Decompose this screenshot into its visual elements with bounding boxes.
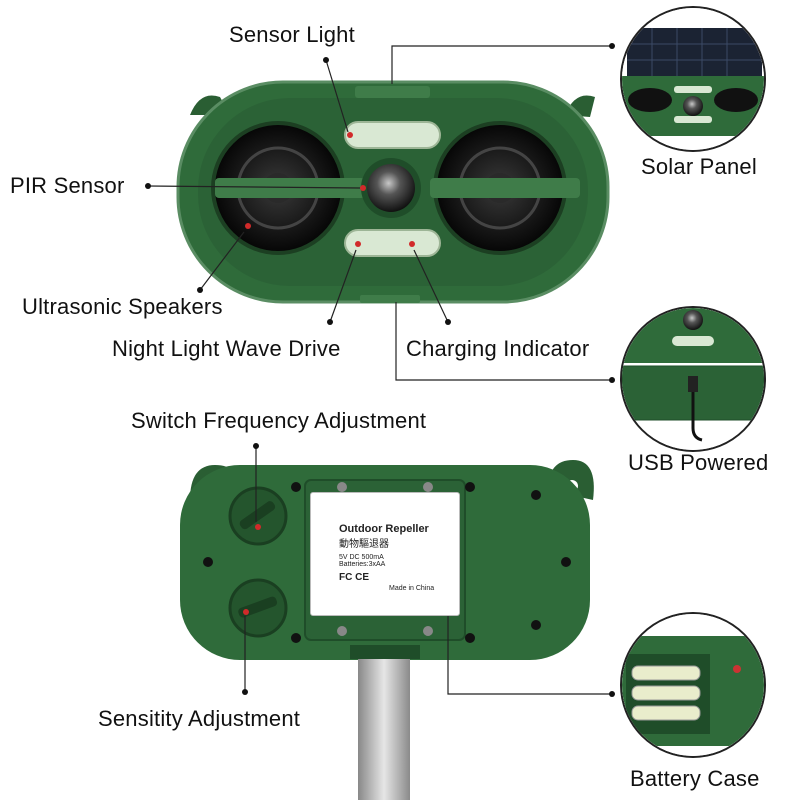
sticker-chinese: 動物驅退器 [339, 539, 389, 550]
sticker-origin: Made in China [389, 585, 435, 592]
leader-battery [447, 616, 612, 695]
speaker-bar-right [430, 178, 580, 198]
inset-usb [620, 306, 766, 452]
leader-pir-sensor [147, 185, 361, 189]
label-sensitivity: Sensitity Adjustment [98, 706, 301, 731]
label-switch-frequency: Switch Frequency Adjustment [131, 408, 427, 433]
sensor-light-bar [344, 121, 441, 149]
label-usb-powered: USB Powered [628, 450, 769, 475]
battery-1 [631, 665, 701, 681]
leader-usb [395, 302, 612, 381]
label-ultrasonic-speakers: Ultrasonic Speakers [22, 294, 223, 319]
sticker-batteries: Batteries:3xAA [339, 561, 386, 568]
front-device [176, 80, 610, 304]
inset-solar-panel [620, 6, 766, 152]
night-light-bar [344, 229, 441, 257]
sticker-marks: FC CE [339, 572, 369, 583]
leader-charging [413, 249, 449, 323]
mounting-pole [358, 659, 410, 800]
label-solar-panel: Solar Panel [641, 154, 757, 179]
product-sticker: Outdoor Repeller 動物驅退器 5V DC 500mA Batte… [310, 492, 460, 616]
leader-lines [147, 45, 612, 695]
label-sensor-light: Sensor Light [229, 22, 355, 47]
battery-2 [631, 685, 701, 701]
leader-dots [145, 43, 615, 697]
leader-solar-panel [391, 45, 612, 84]
pir-lens [367, 164, 415, 212]
usb-cable [691, 392, 703, 442]
battery-3 [631, 705, 701, 721]
speaker-bar-left [215, 178, 365, 198]
label-pir-sensor: PIR Sensor [10, 173, 125, 198]
solar-cells [627, 28, 762, 76]
label-battery-case: Battery Case [630, 766, 760, 791]
leader-night-light [329, 249, 357, 323]
sticker-title: Outdoor Repeller [339, 523, 429, 535]
label-night-light: Night Light Wave Drive [112, 336, 341, 361]
sticker-spec: 5V DC 500mA [339, 554, 384, 561]
leader-sensor-light [325, 59, 349, 133]
label-charging-indicator: Charging Indicator [406, 336, 590, 361]
leader-ultrasonic [199, 231, 245, 291]
inset-battery-case [620, 612, 766, 758]
